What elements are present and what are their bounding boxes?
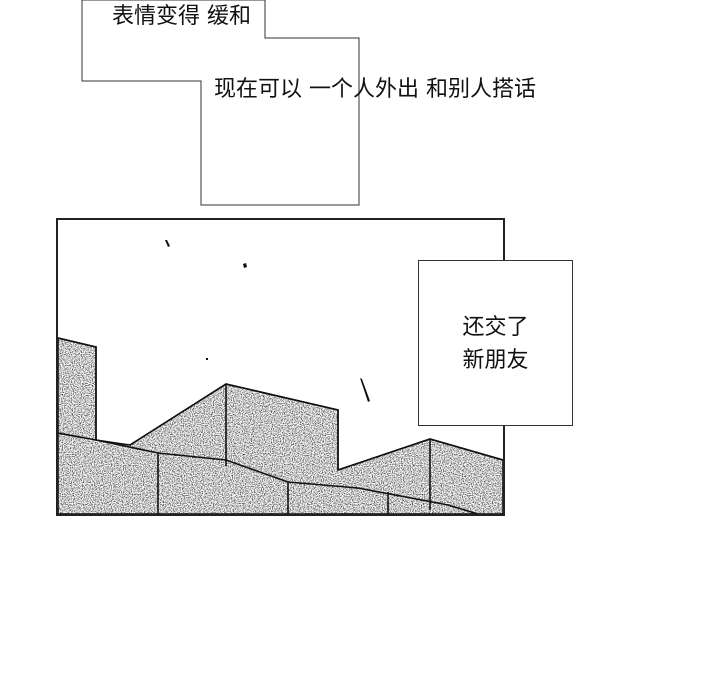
caption-middle-line-3: 和别人搭话	[426, 77, 537, 102]
caption-top-line-1: 表情变得	[112, 4, 201, 29]
caption-top: 表情变得 缓和	[112, 0, 251, 33]
stone-block-edges	[58, 337, 503, 514]
caption-right: 还交了 新朋友	[418, 260, 573, 426]
caption-middle-line-2: 一个人外出	[309, 77, 420, 102]
rooftop-illustration	[58, 240, 503, 514]
caption-middle-line-1: 现在可以	[214, 77, 303, 102]
caption-middle: 现在可以 一个人外出 和别人搭话	[214, 73, 536, 106]
caption-right-line-2: 新朋友	[462, 348, 529, 373]
debris-specks	[165, 240, 370, 402]
caption-right-line-1: 还交了	[462, 315, 529, 340]
caption-top-line-2: 缓和	[207, 4, 252, 29]
